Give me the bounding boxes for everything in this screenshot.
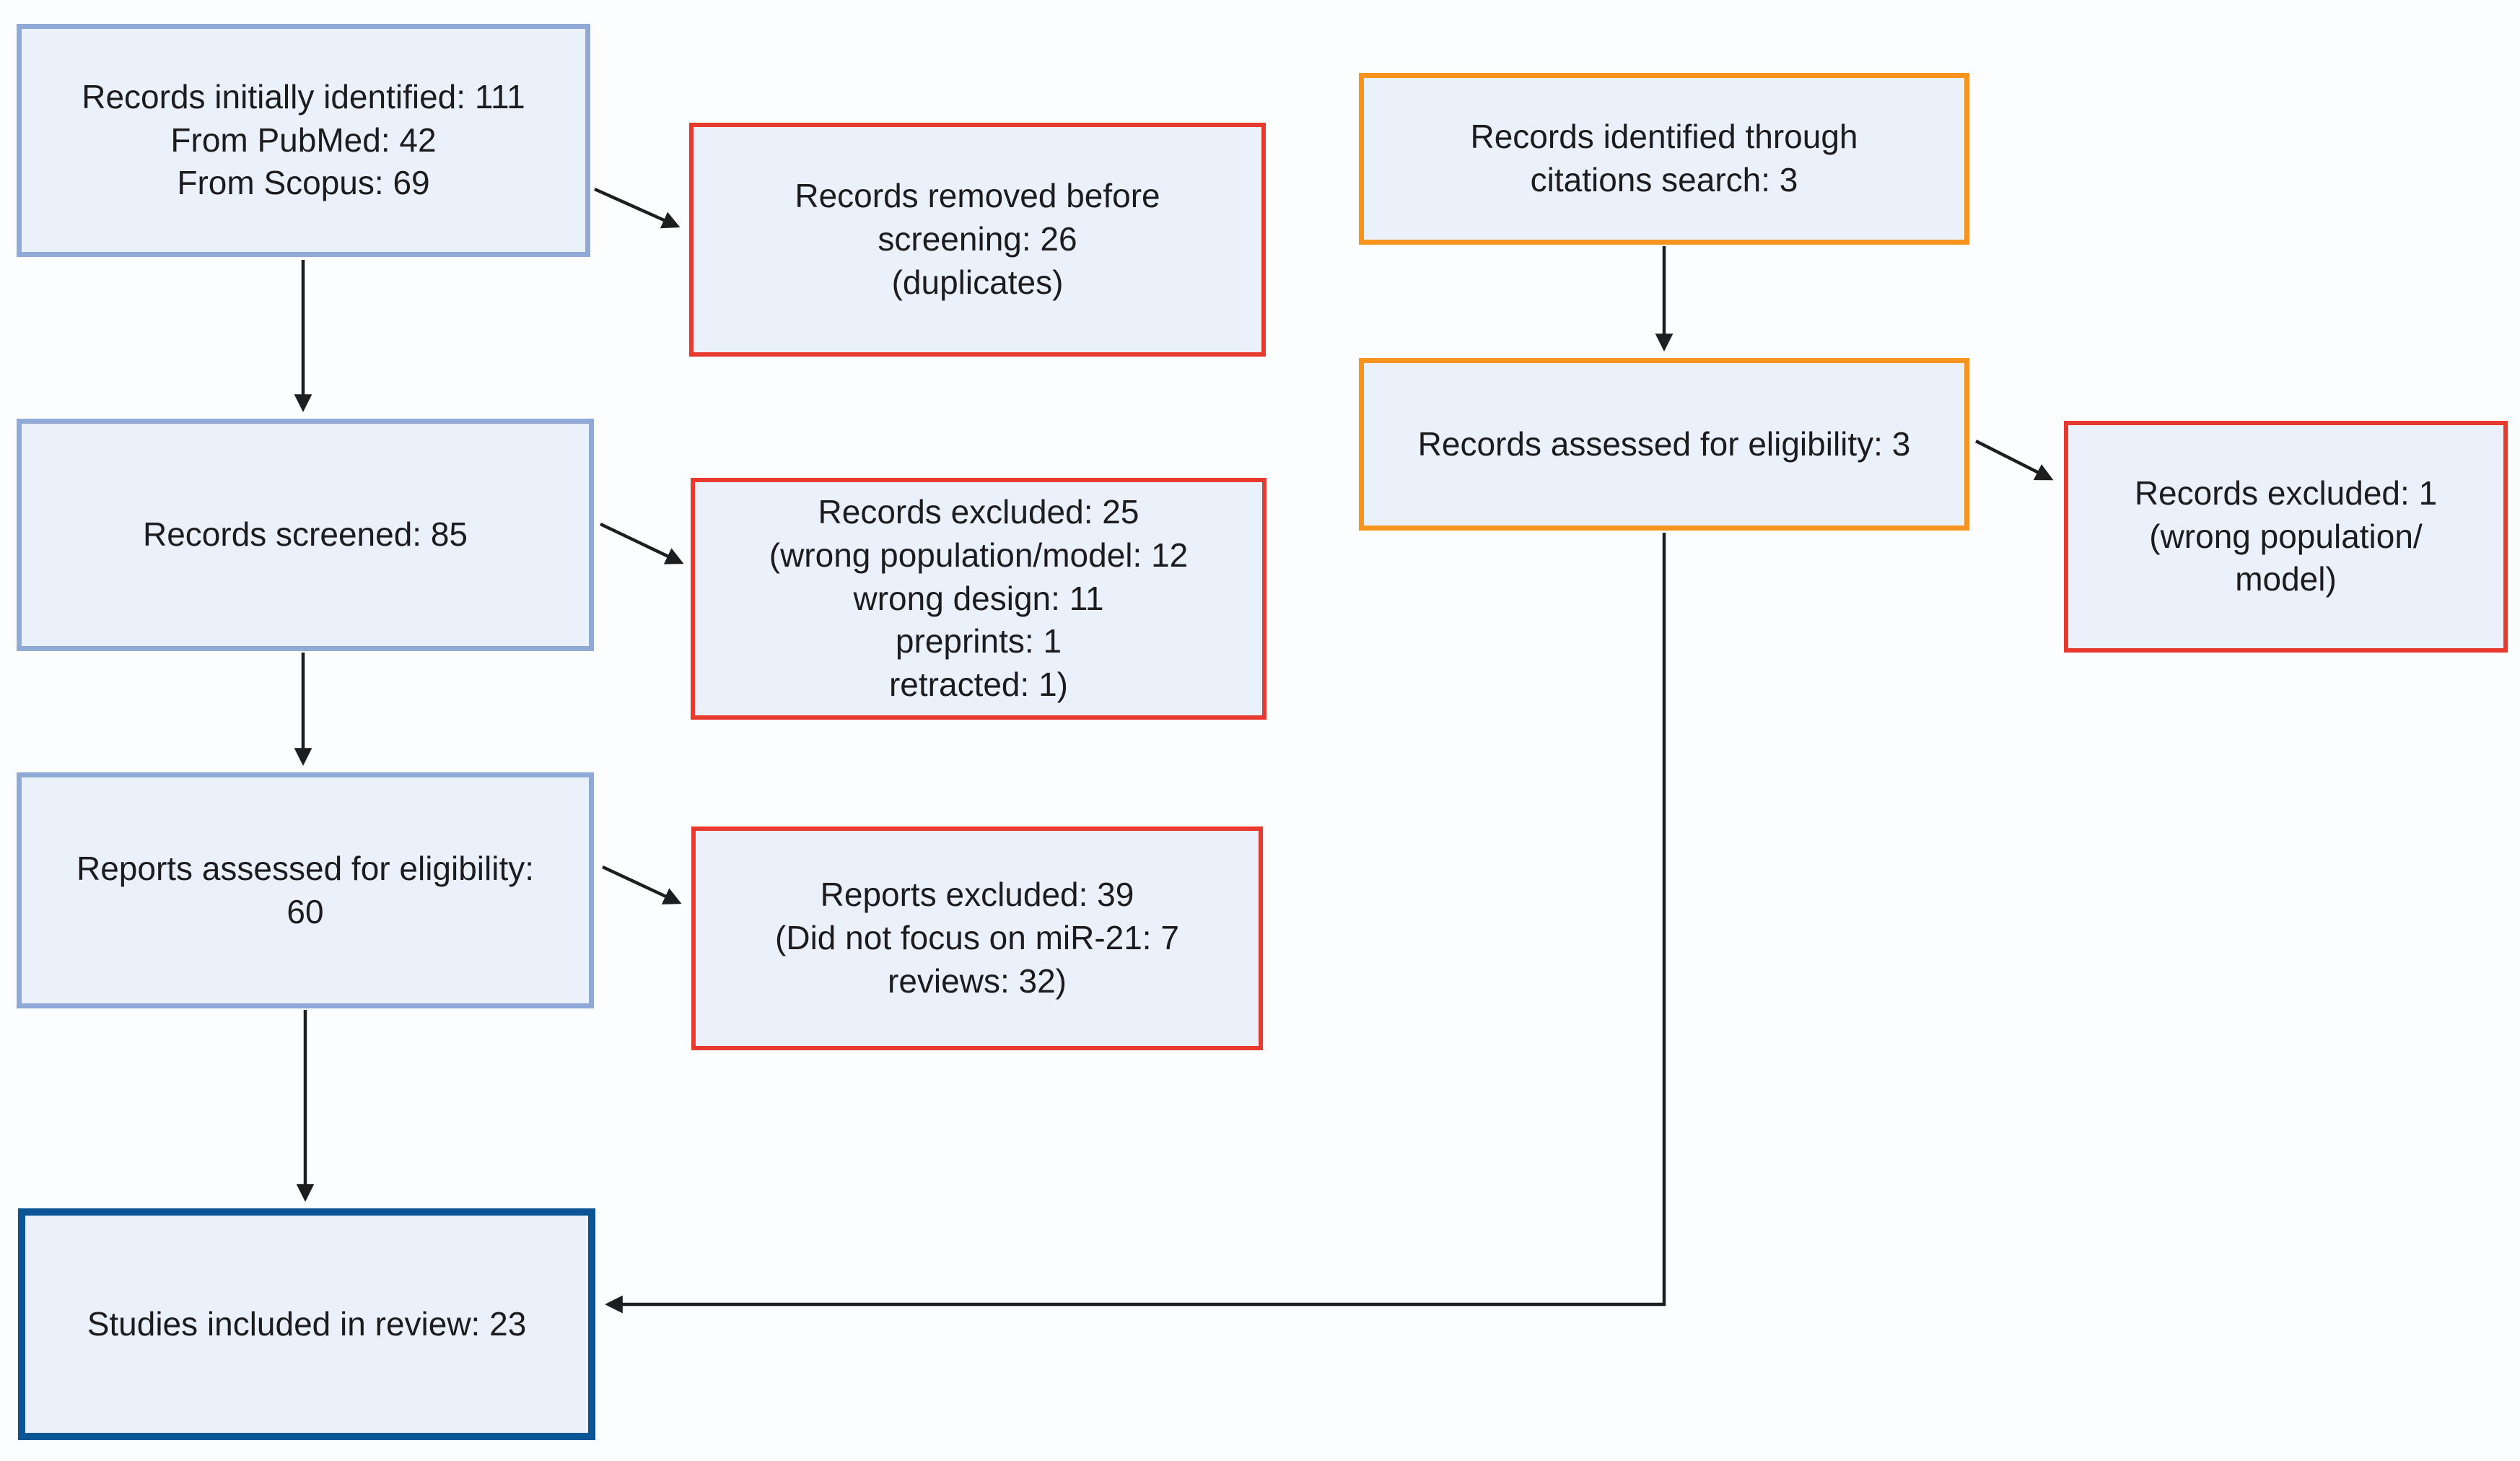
- node-records-initially-identified: Records initially identified: 111 From P…: [17, 24, 590, 257]
- node-records-identified-through-citations: Records identified through citations sea…: [1359, 73, 1969, 245]
- arrow-reports-assessed-to-reports-excluded: [602, 865, 682, 904]
- arrow-citations-assessed-to-excluded: [1974, 439, 2054, 481]
- node-records-screened-text: Records screened: 85: [142, 515, 468, 554]
- node-reports-assessed-for-eligibility: Reports assessed for eligibility: 60: [17, 772, 594, 1008]
- node-reports-excluded-text: Reports excluded: 39 (Did not focus on m…: [775, 876, 1179, 1000]
- node-records-assessed-for-eligibility-text: Records assessed for eligibility: 3: [1417, 424, 1911, 463]
- node-records-excluded: Records excluded: 25 (wrong population/m…: [691, 478, 1266, 720]
- node-records-assessed-for-eligibility: Records assessed for eligibility: 3: [1359, 358, 1969, 531]
- node-records-identified-through-citations-text: Records identified through citations sea…: [1470, 118, 1858, 199]
- node-studies-included-in-review-text: Studies included in review: 23: [87, 1304, 527, 1343]
- node-records-initially-identified-text: Records initially identified: 111 From P…: [82, 77, 525, 202]
- node-records-removed-before-screening: Records removed before screening: 26 (du…: [689, 123, 1266, 357]
- node-studies-included-in-review: Studies included in review: 23: [18, 1208, 595, 1440]
- node-records-screened: Records screened: 85: [17, 419, 594, 651]
- arrow-screened-to-records-excluded: [600, 522, 684, 564]
- node-records-excluded-text: Records excluded: 25 (wrong population/m…: [769, 493, 1189, 704]
- node-reports-assessed-for-eligibility-text: Reports assessed for eligibility: 60: [76, 849, 535, 930]
- node-reports-excluded: Reports excluded: 39 (Did not focus on m…: [691, 827, 1263, 1050]
- node-records-removed-before-screening-text: Records removed before screening: 26 (du…: [795, 177, 1160, 301]
- node-citation-records-excluded: Records excluded: 1 (wrong population/ m…: [2064, 421, 2508, 653]
- node-citation-records-excluded-text: Records excluded: 1 (wrong population/ m…: [2134, 474, 2438, 598]
- arrow-identified-to-removed: [594, 187, 681, 229]
